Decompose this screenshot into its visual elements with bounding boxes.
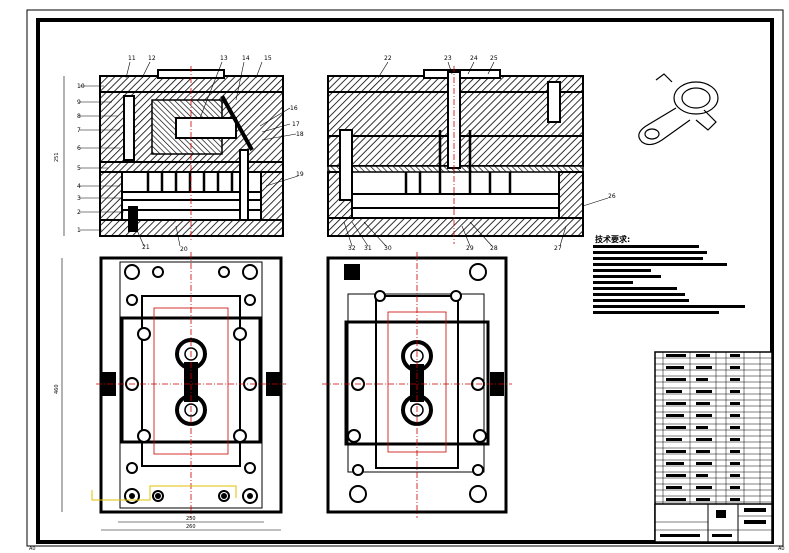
part-label-20: 20 (180, 246, 188, 253)
bottom-clamp-plate (99, 219, 284, 237)
part-label-14: 14 (242, 55, 250, 62)
leader-lines-left (80, 61, 299, 247)
part-label-29: 29 (466, 245, 474, 252)
slider-block (175, 117, 237, 139)
plan-view-right (322, 252, 512, 518)
dim-width-inner: 250 (186, 516, 196, 522)
guide-pillar-left (123, 95, 135, 161)
part-label-21: 21 (142, 244, 150, 251)
part-label-26: 26 (608, 193, 616, 200)
tech-requirements: 技术要求: (593, 234, 745, 314)
spacer-block-left (99, 171, 123, 221)
part-label-18: 18 (296, 131, 304, 138)
part-label-11: 11 (128, 55, 136, 62)
parts-list-rows (655, 352, 772, 504)
part-label-15: 15 (264, 55, 272, 62)
parting-line-marker (91, 485, 237, 501)
r-sprue-bush (447, 71, 461, 169)
part-label-9: 9 (77, 99, 81, 106)
part-label-16: 16 (290, 105, 298, 112)
part-label-17: 17 (292, 121, 300, 128)
corner-mark-left: A0 (29, 546, 36, 552)
part-label-1: 1 (77, 227, 81, 234)
part-label-30: 30 (384, 245, 392, 252)
part-label-24: 24 (470, 55, 478, 62)
section-view-left: 10 9 8 7 6 5 4 3 2 1 11 12 13 14 15 16 1… (54, 55, 304, 253)
inner-frame (36, 18, 774, 544)
part-label-12: 12 (148, 55, 156, 62)
r-ejector-plates (351, 193, 560, 209)
r-sprue-flange (423, 69, 501, 79)
part-label-6: 6 (77, 145, 81, 152)
part-label-28: 28 (490, 245, 498, 252)
title-block (654, 351, 773, 543)
part-label-5: 5 (77, 165, 81, 172)
ejector-plate (121, 199, 262, 211)
plan-view-left: 460 250 260 (54, 252, 286, 531)
part-label-3: 3 (77, 195, 81, 202)
leader-lines-right (343, 61, 609, 247)
part-label-19: 19 (296, 171, 304, 178)
angle-pin (220, 95, 254, 151)
part-label-23: 23 (444, 55, 452, 62)
part-label-8: 8 (77, 113, 81, 120)
part-label-31: 31 (364, 245, 372, 252)
corner-mark-right: A0 (778, 546, 785, 552)
tech-requirements-title: 技术要求: (595, 234, 630, 244)
return-pin (239, 149, 249, 221)
parts-list-text-marks (666, 354, 740, 501)
support-plate (99, 161, 284, 173)
dim-width-outer: 260 (186, 524, 196, 530)
part-label-7: 7 (77, 127, 81, 134)
part-label-27: 27 (554, 245, 562, 252)
r-guide-pillar (339, 129, 353, 201)
spacer-block-right (260, 171, 284, 221)
dim-height-plan: 460 (54, 384, 60, 394)
part-label-22: 22 (384, 55, 392, 62)
part-label-13: 13 (220, 55, 228, 62)
outer-border (26, 9, 784, 547)
part-label-32: 32 (348, 245, 356, 252)
ejector-pins (146, 172, 234, 192)
part-isometric-view (638, 73, 719, 146)
part-label-10: 10 (77, 83, 85, 90)
part-label-25: 25 (490, 55, 498, 62)
r-bottom-plate (327, 217, 584, 237)
dim-height-side: 251 (54, 152, 60, 162)
r-ejector-pins (404, 130, 512, 194)
r-guide-pin-right (547, 81, 561, 123)
limit-screw (128, 206, 138, 232)
r-spacer-right (558, 171, 584, 219)
plan-left-pins (129, 493, 253, 499)
part-label-4: 4 (77, 183, 81, 190)
part-label-2: 2 (77, 209, 81, 216)
plan-right-corner-block (344, 264, 360, 280)
section-view-right: 22 23 24 25 26 27 28 29 30 31 32 (327, 55, 616, 252)
